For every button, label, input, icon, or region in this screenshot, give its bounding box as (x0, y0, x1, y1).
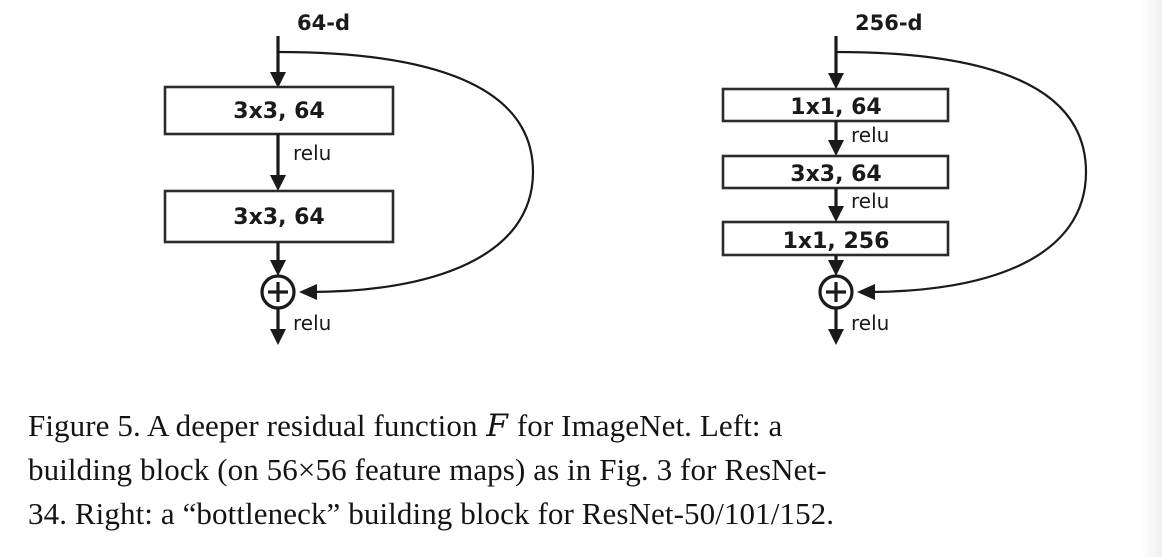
right-addition-node[interactable] (818, 274, 854, 310)
left-sum-input-arrow (270, 242, 286, 276)
svg-text:1x1, 64: 1x1, 64 (790, 95, 881, 120)
svg-text:3x3, 64: 3x3, 64 (233, 99, 324, 124)
caption-line-1-part-b: for ImageNet. Left: a (509, 408, 783, 443)
right-relu-arrow-2: relu (828, 188, 889, 222)
right-layer-box-2[interactable]: 3x3, 64 (721, 154, 950, 190)
left-layer-box-2[interactable]: 3x3, 64 (163, 189, 395, 244)
right-bottleneck-block-group: 256-d 1x1, 64 relu (721, 11, 1088, 345)
right-layer-box-1[interactable]: 1x1, 64 (721, 87, 950, 123)
figure-5-diagram: 64-d 3x3, 64 relu (163, 11, 1088, 345)
svg-text:1x1, 256: 1x1, 256 (783, 229, 890, 254)
right-input-arrow (828, 36, 844, 89)
left-input-dim-label: 64-d (297, 11, 350, 35)
svg-text:relu: relu (851, 311, 889, 335)
right-input-dim-label: 256-d (855, 11, 923, 35)
left-addition-node[interactable] (260, 274, 296, 310)
caption-line-3: 34. Right: a “bottleneck” building block… (28, 496, 835, 531)
right-sum-input-arrow (828, 255, 844, 276)
svg-text:relu: relu (293, 311, 331, 335)
svg-text:3x3, 64: 3x3, 64 (233, 205, 324, 230)
right-layer-box-3[interactable]: 1x1, 256 (721, 220, 950, 257)
caption-line-2: building block (on 56×56 feature maps) a… (28, 452, 827, 487)
left-relu-arrow-1: relu (270, 134, 331, 191)
svg-text:3x3, 64: 3x3, 64 (790, 162, 881, 187)
svg-text:relu: relu (851, 123, 889, 147)
svg-text:relu: relu (851, 189, 889, 213)
right-shortcut-path (835, 50, 1088, 300)
right-output-arrow: relu (828, 308, 889, 345)
caption-line-1-part-a: Figure 5. A deeper residual function (28, 408, 486, 443)
caption-line-1: Figure 5. A deeper residual function F f… (28, 404, 1138, 448)
left-output-arrow: relu (270, 308, 331, 345)
left-basic-block-group: 64-d 3x3, 64 relu (163, 11, 535, 345)
right-relu-arrow-1: relu (828, 121, 889, 156)
left-layer-box-1[interactable]: 3x3, 64 (163, 85, 395, 136)
caption-calligraphic-f: F (486, 408, 509, 444)
figure-caption: Figure 5. A deeper residual function F f… (28, 404, 1138, 536)
svg-text:relu: relu (293, 141, 331, 165)
left-shortcut-path (277, 50, 535, 300)
left-input-arrow (270, 36, 286, 88)
